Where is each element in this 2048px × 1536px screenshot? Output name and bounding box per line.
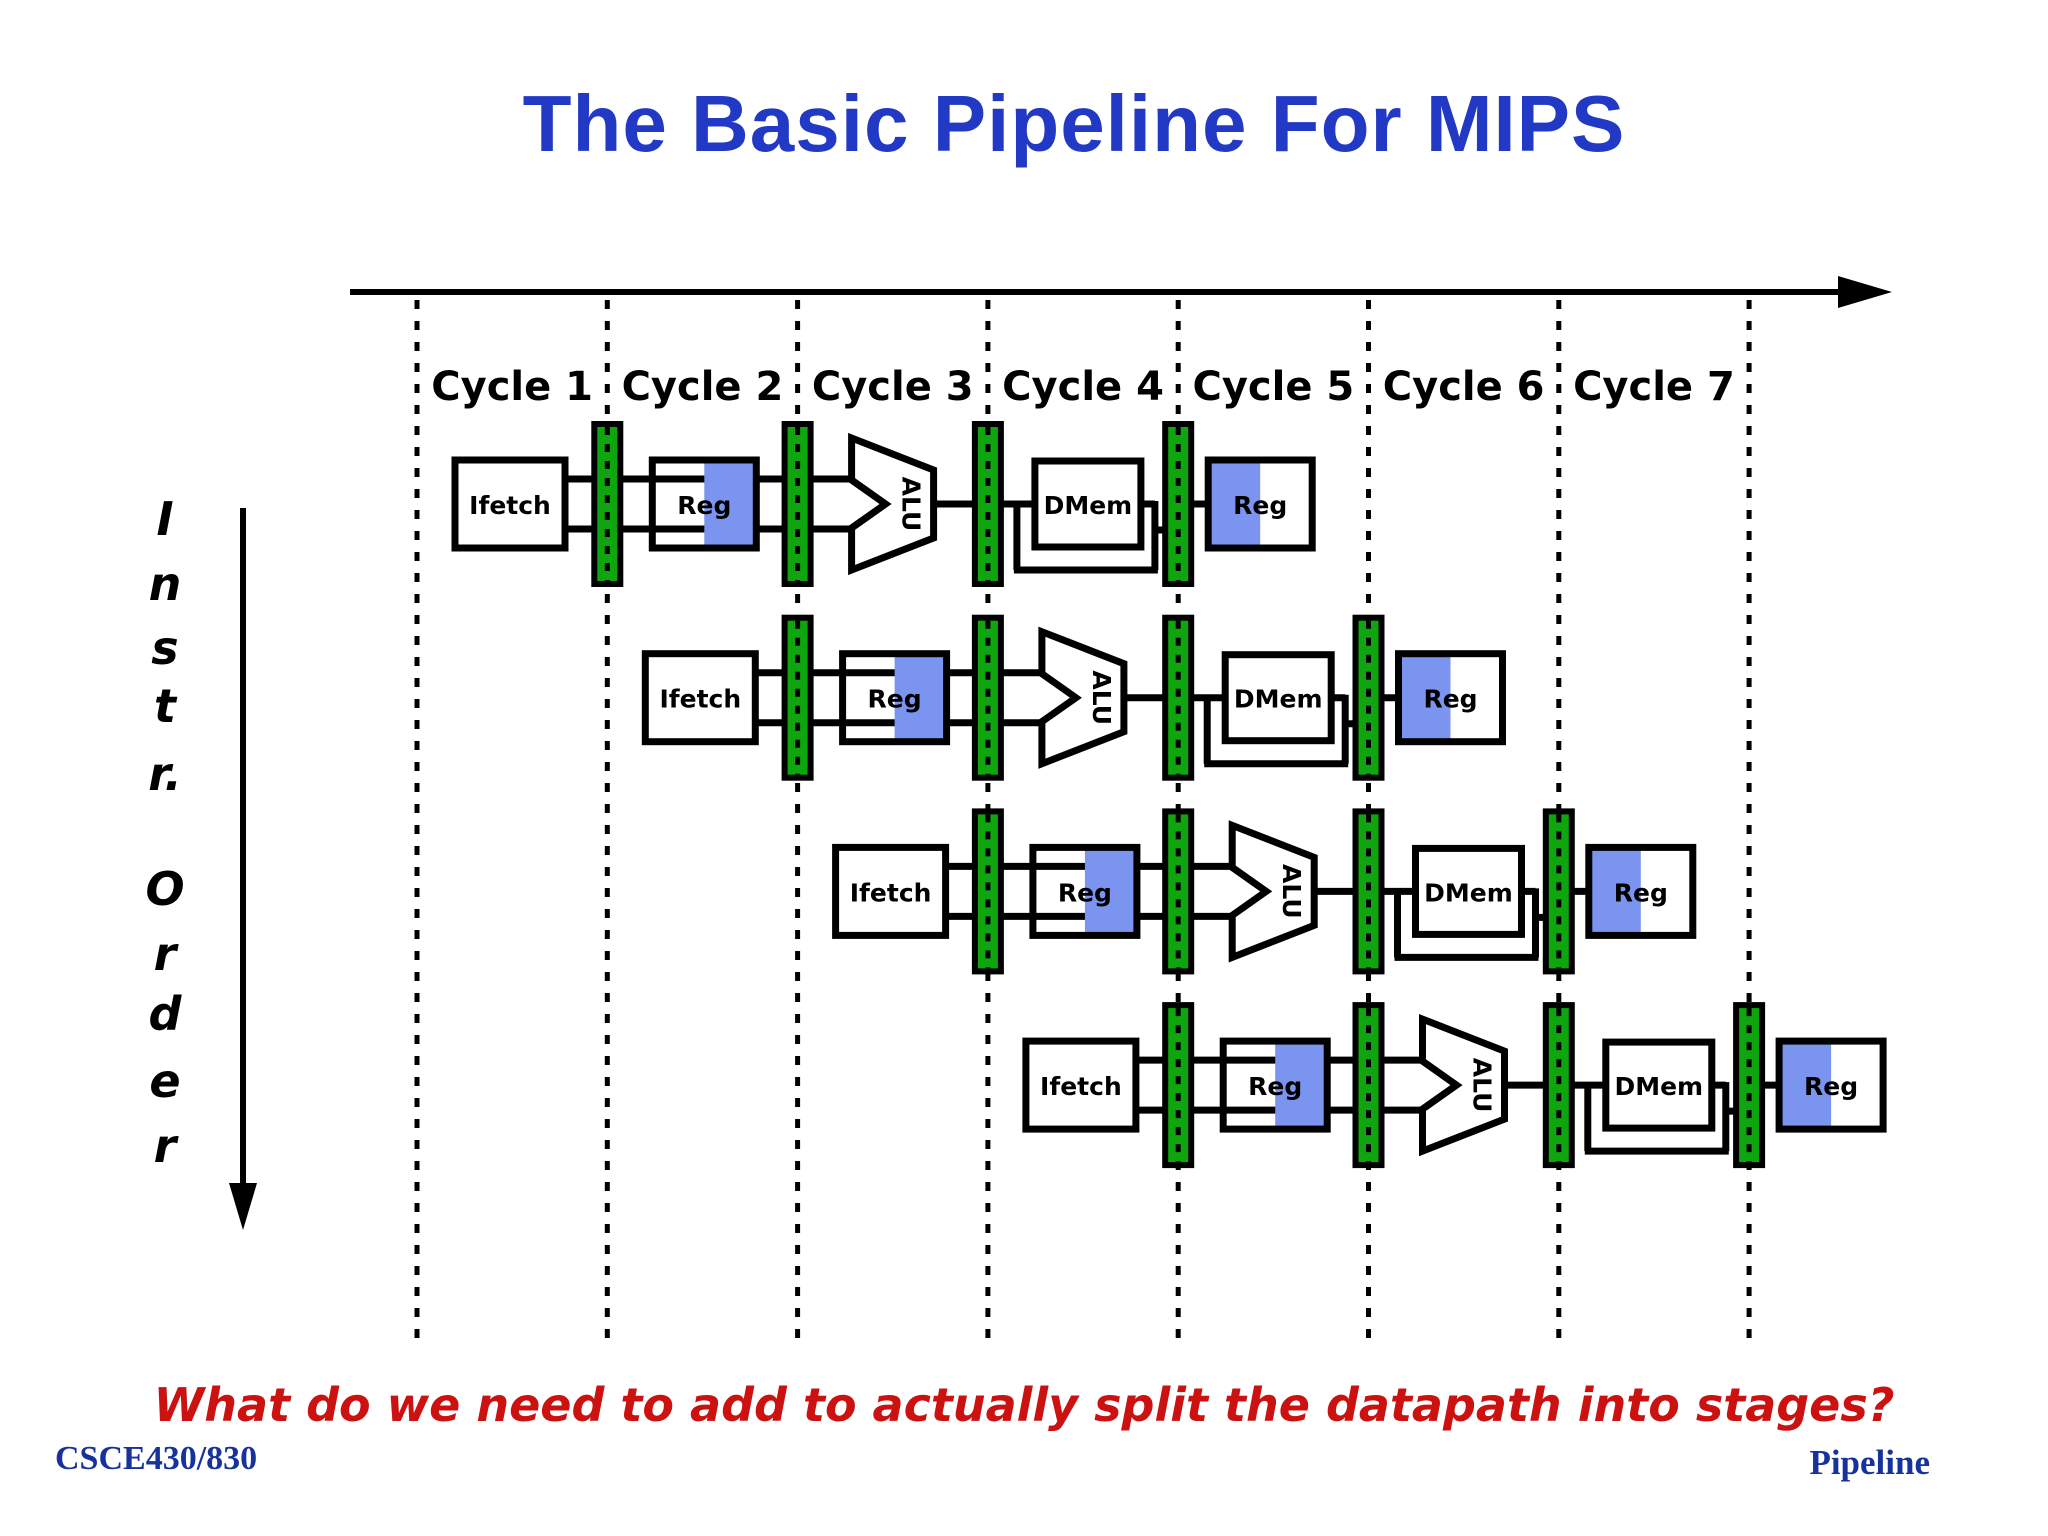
stage-label: Reg — [677, 491, 731, 520]
stage-box — [1602, 1038, 1716, 1132]
cycle-label: Cycle 2 — [622, 364, 784, 410]
stage-box — [1022, 1037, 1140, 1133]
stage-box — [648, 456, 760, 552]
instr-order-letter: d — [149, 987, 183, 1041]
stage-box — [1219, 1037, 1331, 1133]
stage-label: Reg — [868, 685, 922, 714]
stage-label: DMem — [1044, 491, 1133, 520]
stage-label: Ifetch — [850, 878, 932, 907]
alu-shape — [848, 432, 938, 576]
instr-order-letter: e — [149, 1054, 180, 1108]
stage-box — [1204, 456, 1316, 552]
alu-shape — [1038, 626, 1128, 769]
alu-shape — [1228, 820, 1318, 963]
instr-order-letter: s — [151, 621, 178, 675]
cycle-label: Cycle 6 — [1383, 364, 1545, 410]
reg-highlight-half — [1211, 463, 1261, 545]
stage-box — [1775, 1037, 1887, 1133]
cycle-label: Cycle 4 — [1002, 364, 1164, 410]
cycle-label: Cycle 5 — [1192, 364, 1354, 410]
stage-label: Ifetch — [1040, 1072, 1122, 1101]
stage-label: Reg — [1248, 1072, 1302, 1101]
cycle-label: Cycle 1 — [431, 364, 593, 410]
instruction-3: Ifetch Reg ALU DMem Reg — [832, 808, 1697, 975]
stage-box — [1412, 844, 1525, 938]
instr-order-letter: r. — [148, 747, 182, 801]
instruction-1: Ifetch Reg ALU DMem Reg — [451, 421, 1316, 587]
reg-highlight-half — [1401, 656, 1451, 739]
footer-section-label: Pipeline — [1809, 1443, 1930, 1482]
stage-box — [1031, 457, 1145, 551]
stage-label: Ifetch — [659, 685, 741, 714]
instruction-2: Ifetch Reg ALU DMem Reg — [641, 614, 1506, 781]
stage-box — [1585, 843, 1697, 939]
stage-label: Reg — [1233, 491, 1287, 520]
stage-label: DMem — [1424, 878, 1513, 907]
alu-label: ALU — [897, 477, 926, 532]
cycle-label: Cycle 7 — [1573, 364, 1735, 410]
stage-box — [839, 650, 951, 746]
page-title: The Basic Pipeline For MIPS — [522, 79, 1626, 168]
pipeline-latch — [781, 421, 814, 587]
stage-label: DMem — [1234, 685, 1323, 714]
question-text: What do we need to add to actually split… — [153, 1378, 1895, 1432]
reg-highlight-half — [1275, 1044, 1325, 1127]
stage-box — [1029, 843, 1141, 939]
time-axis-arrowhead-icon — [1838, 276, 1892, 308]
instr-order-letter: O — [145, 862, 184, 916]
stage-label: Reg — [1614, 878, 1668, 907]
footer-course-code: CSCE430/830 — [55, 1440, 258, 1477]
stage-label: Reg — [1058, 878, 1112, 907]
alu-label: ALU — [1468, 1058, 1497, 1113]
stage-label: Reg — [1423, 685, 1477, 714]
pipeline-latch — [1162, 614, 1195, 781]
stage-box — [832, 843, 950, 939]
reg-highlight-half — [1782, 1044, 1832, 1127]
instr-order-letter: I — [156, 492, 173, 546]
pipeline-latch — [1162, 808, 1195, 975]
reg-highlight-half — [1084, 850, 1134, 933]
alu-shape — [1419, 1013, 1508, 1157]
instruction-4: Ifetch Reg ALU DMem Reg — [1022, 1002, 1887, 1169]
reg-highlight-half — [894, 656, 944, 739]
stage-label: Ifetch — [469, 491, 551, 520]
instr-order-arrowhead-icon — [229, 1183, 257, 1230]
reg-highlight-half — [1591, 850, 1641, 933]
stage-box — [451, 456, 569, 552]
instr-order-letter: t — [154, 679, 178, 733]
stage-box — [1395, 650, 1506, 746]
pipeline-latch — [1162, 1002, 1195, 1169]
stage-label: Reg — [1804, 1072, 1858, 1101]
instr-order-letter: n — [149, 557, 182, 611]
instr-order-letter: r — [154, 927, 180, 981]
alu-label: ALU — [1087, 670, 1116, 725]
instr-order-letter: r — [154, 1119, 180, 1173]
stage-box — [1221, 651, 1335, 745]
reg-highlight-half — [704, 463, 754, 545]
cycle-label: Cycle 3 — [812, 364, 974, 410]
stage-label: DMem — [1614, 1072, 1703, 1101]
stage-box — [641, 650, 759, 746]
alu-label: ALU — [1277, 864, 1306, 919]
